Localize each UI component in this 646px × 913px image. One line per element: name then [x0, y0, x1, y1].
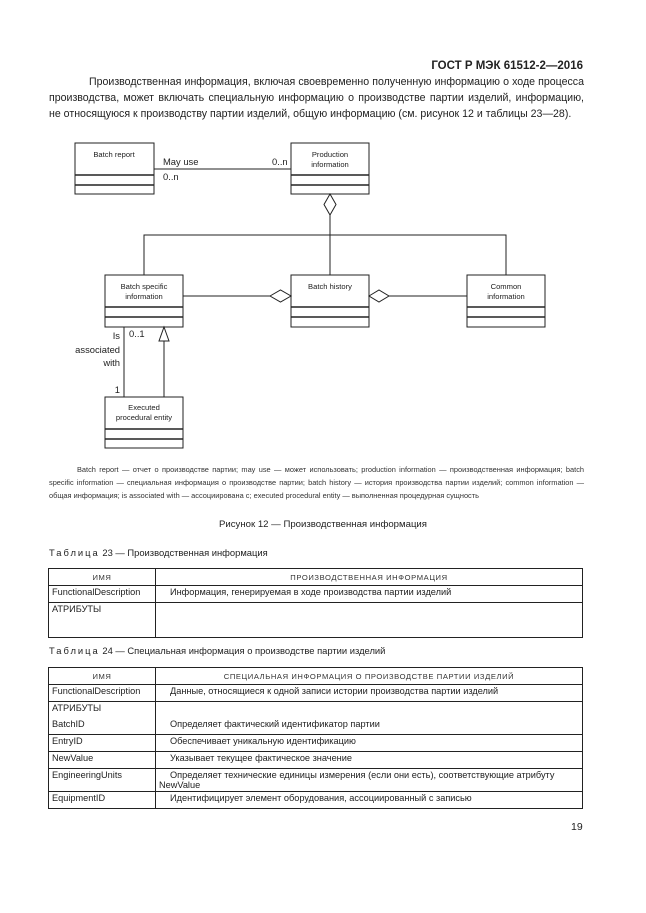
table-cell: [155, 602, 583, 638]
aggregation-diamond: [323, 192, 337, 217]
table-cell: Идентифицирует элемент оборудования, асс…: [155, 791, 583, 809]
diagram-label: Таблица: [49, 547, 100, 558]
aggregation-diamond: [268, 289, 293, 303]
class-production-information: [290, 142, 370, 195]
class-batch-specific: [104, 274, 184, 328]
table-cell: АТРИБУТЫ: [48, 602, 156, 638]
diagram-label: information: [311, 160, 349, 169]
diagram-label: information: [487, 292, 525, 301]
class-executed-entity: [104, 396, 184, 449]
diagram-label: procedural entity: [116, 413, 172, 422]
class-batch-history: [290, 274, 370, 328]
table-cell: FunctionalDescription: [48, 684, 156, 702]
diagram-label: 0..n: [163, 171, 179, 182]
table-cell: EquipmentID: [48, 791, 156, 809]
table-row: АТРИБУТЫ: [48, 701, 583, 718]
diagram-label: Executed: [128, 403, 160, 412]
table-row: АТРИБУТЫ: [48, 602, 583, 638]
diagram-label: Таблица: [49, 645, 100, 656]
table-header-cell: СПЕЦИАЛЬНАЯ ИНФОРМАЦИЯ О ПРОИЗВОДСТВЕ ПА…: [155, 667, 583, 685]
table-cell: EngineeringUnits: [48, 768, 156, 792]
table-cell: Указывает текущее фактическое значение: [155, 751, 583, 769]
diagram-label: Batch specific: [121, 282, 168, 291]
diagram-label: Is: [113, 330, 121, 341]
uml-diagram: Batch report Production information Batc…: [74, 142, 546, 449]
diagram-label: 24 — Специальная информация о производст…: [102, 645, 386, 656]
table-header-cell: ПРОИЗВОДСТВЕННАЯ ИНФОРМАЦИЯ: [155, 568, 583, 586]
table-cell: FunctionalDescription: [48, 585, 156, 603]
table-cell: Обеспечивает уникальную идентификацию: [155, 734, 583, 752]
intro-paragraph: Производственная информация, включая сво…: [49, 76, 584, 120]
table-cell: Определяет технические единицы измерения…: [155, 768, 583, 792]
diagram-label: 0..n: [272, 156, 288, 167]
figure-caption: Рисунок 12 — Производственная информация: [219, 519, 427, 530]
standard-header: ГОСТ Р МЭК 61512-2—2016: [431, 60, 583, 72]
table-cell: NewValue: [48, 751, 156, 769]
diagram-label: associated: [75, 344, 120, 355]
diagram-label: May use: [163, 156, 198, 167]
diagram-label: Common: [491, 282, 522, 291]
table-cell: BatchID: [48, 718, 156, 735]
diagram-label: information: [125, 292, 163, 301]
class-common-information: [466, 274, 546, 328]
table-header-cell: ИМЯ: [48, 568, 156, 586]
diagram-label: 23 — Производственная информация: [102, 547, 268, 558]
diagram-label: Batch history: [308, 282, 352, 291]
table-cell: Определяет фактический идентификатор пар…: [155, 718, 583, 735]
table-cell: АТРИБУТЫ: [48, 701, 156, 718]
diagram-label: with: [102, 357, 120, 368]
table23-title: Таблица 23 — Производственная информация: [49, 547, 268, 558]
table-cell: Информация, генерируемая в ходе производ…: [155, 585, 583, 603]
table24-title: Таблица 24 — Специальная информация о пр…: [49, 645, 385, 656]
aggregation-diamond: [368, 289, 390, 303]
table-cell: Данные, относящиеся к одной записи истор…: [155, 684, 583, 702]
diagram-label: 1: [115, 384, 120, 395]
diagram-label: Batch report: [93, 150, 135, 159]
table-cell: EntryID: [48, 734, 156, 752]
table-cell: [155, 701, 583, 718]
generalization-triangle: [158, 325, 170, 342]
page-number: 19: [571, 821, 583, 833]
diagram-label: 0..1: [129, 328, 145, 339]
figure-legend: Batch report — отчет о производстве парт…: [49, 465, 584, 500]
table-header-cell: ИМЯ: [48, 667, 156, 685]
diagram-label: Production: [312, 150, 348, 159]
